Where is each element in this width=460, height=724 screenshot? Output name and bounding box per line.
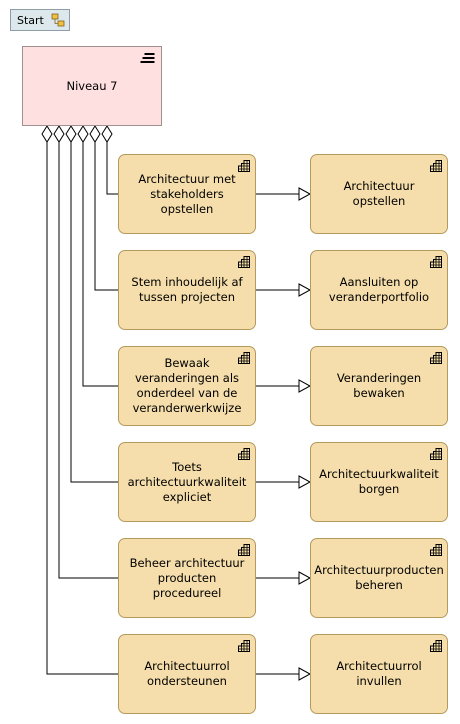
aggregation-diamond [101,125,113,143]
function-box-label: Architectuurkwaliteit borgen [319,467,439,496]
process-box-label: Stem inhoudelijk af tussen projecten [131,275,243,304]
aggregation-diamond [53,125,65,143]
aggregation-diamond [77,125,89,143]
function-grid-icon [238,448,250,460]
composition-connector [82,142,118,387]
function-box-label: Architectuurrol invullen [336,659,422,688]
arrow-head [298,283,312,297]
function-box-label: Architectuur opstellen [343,179,415,208]
composition-connector [70,142,118,483]
arrow-head [298,187,312,201]
function-box[interactable]: Veranderingen bewaken [310,346,448,426]
function-grid-icon [430,640,442,652]
function-box-label: Architectuurproducten beheren [314,563,444,592]
aggregation-diamond [65,125,77,143]
function-grid-icon [238,160,250,172]
function-grid-icon [238,640,250,652]
process-box[interactable]: Bewaak veranderingen als onderdeel van d… [118,346,256,426]
function-box[interactable]: Architectuurproducten beheren [310,538,448,618]
function-grid-icon [430,448,442,460]
model-tree-icon [51,13,65,27]
function-box-label: Veranderingen bewaken [336,371,422,400]
process-box[interactable]: Beheer architectuur producten proceduree… [118,538,256,618]
process-box-label: Bewaak veranderingen als onderdeel van d… [132,356,242,415]
function-grid-icon [238,544,250,556]
menu-lines-icon [140,53,155,63]
function-grid-icon [430,352,442,364]
process-box[interactable]: Architectuur met stakeholders opstellen [118,154,256,234]
function-grid-icon [238,256,250,268]
process-box-label: Architectuurrol ondersteunen [144,659,230,688]
function-box[interactable]: Architectuurrol invullen [310,634,448,714]
arrow-head [298,571,312,585]
function-grid-icon [430,256,442,268]
start-button[interactable]: Start [10,9,70,31]
composition-connector [94,142,118,291]
function-box-label: Aansluiten op veranderportfolio [328,275,430,304]
function-box[interactable]: Aansluiten op veranderportfolio [310,250,448,330]
composition-connector [106,142,118,195]
function-grid-icon [430,160,442,172]
level-box[interactable]: Niveau 7 [22,46,162,126]
function-box[interactable]: Architectuur opstellen [310,154,448,234]
process-box-label: Beheer architectuur producten proceduree… [129,555,245,600]
composition-connector [46,142,118,675]
process-box-label: Architectuur met stakeholders opstellen [138,171,236,216]
process-box[interactable]: Stem inhoudelijk af tussen projecten [118,250,256,330]
aggregation-diamond [89,125,101,143]
function-grid-icon [430,544,442,556]
arrow-head [298,475,312,489]
aggregation-diamond [41,125,53,143]
composition-connector [58,142,118,579]
process-box[interactable]: Toets architectuurkwaliteit expliciet [118,442,256,522]
level-label: Niveau 7 [66,78,118,93]
arrow-head [298,379,312,393]
arrow-head [298,667,312,681]
process-box-label: Toets architectuurkwaliteit expliciet [127,459,247,504]
function-grid-icon [238,352,250,364]
start-button-label: Start [17,13,44,27]
function-box[interactable]: Architectuurkwaliteit borgen [310,442,448,522]
process-box[interactable]: Architectuurrol ondersteunen [118,634,256,714]
